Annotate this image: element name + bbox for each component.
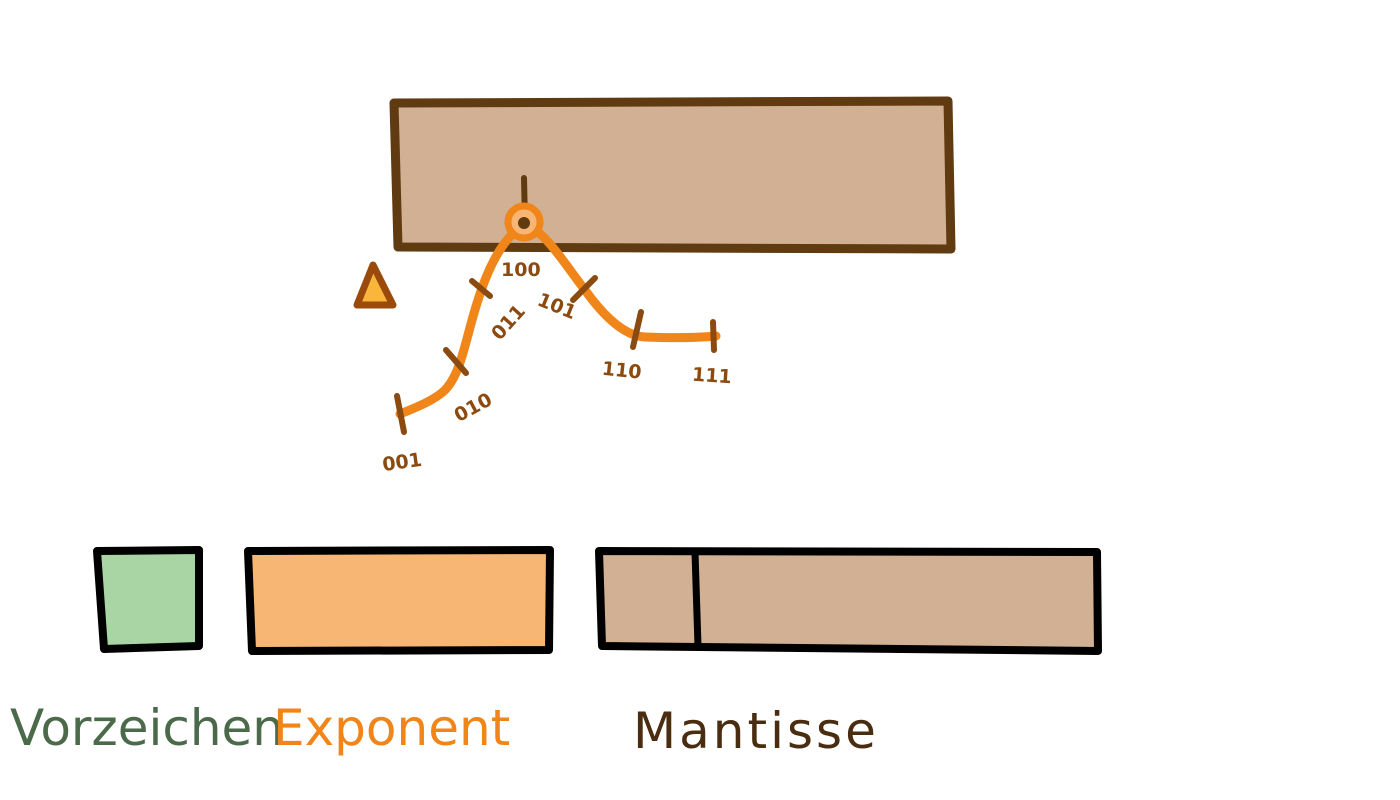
tick-label-100: 100 — [501, 259, 541, 281]
tick-label-010: 010 — [451, 389, 496, 427]
delta-icon — [353, 261, 397, 309]
tick-mark-111 — [710, 319, 717, 353]
tick-mark-101 — [570, 275, 598, 303]
exponent-tick-marks — [394, 275, 717, 435]
tick-label-111: 111 — [691, 364, 732, 389]
exponent-curve — [395, 220, 721, 419]
legend-sign-label: Vorzeichen — [10, 699, 284, 757]
tick-mark-010 — [443, 347, 469, 376]
zoomed-mantissa-box — [389, 96, 956, 254]
tick-label-110: 110 — [601, 358, 643, 384]
tick-mark-001 — [394, 393, 407, 435]
tick-label-001: 001 — [381, 449, 423, 476]
exponent-box — [244, 546, 554, 655]
tick-label-011: 011 — [487, 300, 530, 344]
mantissa-box — [595, 547, 1102, 655]
legend-mantissa-label: Mantisse — [633, 702, 879, 760]
sign-bit-box — [93, 546, 203, 653]
tick-mark-110 — [630, 309, 644, 350]
exponent-origin-dot — [518, 217, 530, 229]
legend-exponent-label: Exponent — [273, 699, 510, 757]
tick-label-101: 101 — [534, 289, 579, 324]
tick-mark-011 — [469, 278, 493, 299]
mantissa-divider — [691, 548, 702, 650]
